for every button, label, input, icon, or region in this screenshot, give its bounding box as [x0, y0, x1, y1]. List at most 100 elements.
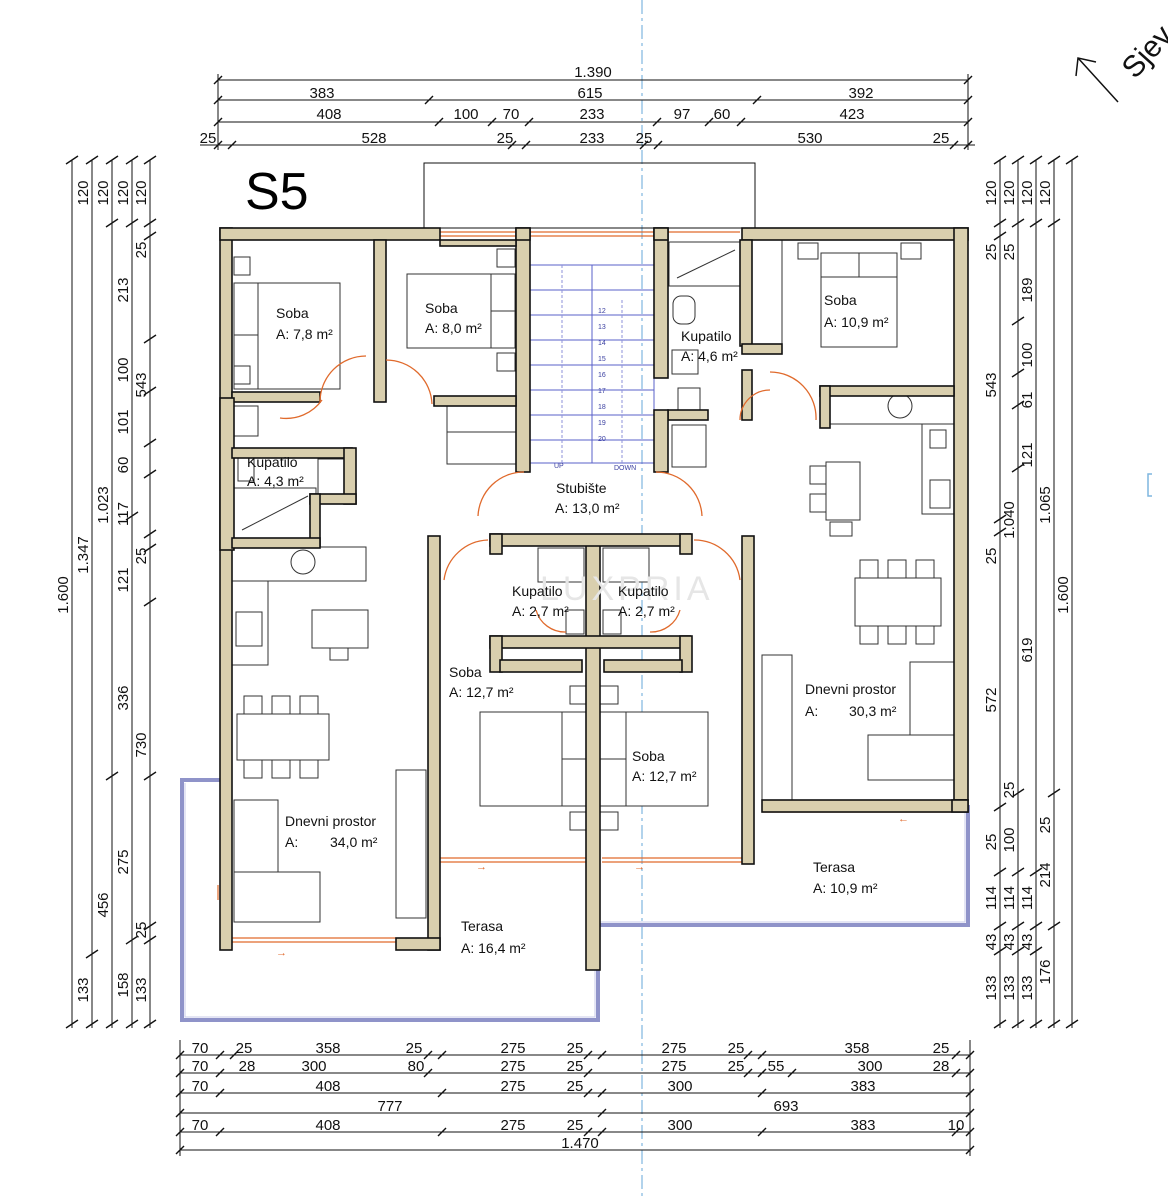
stair-step-number: 19: [598, 420, 606, 427]
dim-right-c2: 133: [1001, 975, 1018, 1000]
roof-projection: [423, 162, 756, 229]
dim-bottom-r2: 80: [408, 1058, 425, 1075]
dim-left-c5: 133: [133, 977, 150, 1002]
room-area-kupatilo-3: A: 2,7 m²: [512, 603, 569, 619]
dim-right-c3: 133: [1019, 975, 1036, 1000]
dim-right-c5: 1.600: [1055, 576, 1072, 614]
dim-bottom-r5: 383: [850, 1117, 875, 1134]
dim-left-c5: 117: [115, 502, 132, 526]
dim-right-c2: 121: [1019, 442, 1036, 467]
dim-left-c2: 133: [75, 977, 92, 1002]
room-area-dnevni-1: 34,0 m²: [330, 834, 378, 850]
dim-top-r3: 70: [503, 106, 520, 123]
dim-left-c5: 121: [115, 567, 132, 592]
dim-right-c4: 176: [1037, 959, 1054, 984]
room-area-kupatilo-1: A: 4,6 m²: [681, 348, 738, 364]
dim-left-c1: 1.600: [55, 576, 72, 614]
room-area-soba-3: A: 10,9 m²: [824, 314, 889, 330]
dim-right-c1: 572: [983, 687, 1000, 712]
dim-right-c1: 114: [983, 886, 1000, 910]
dim-bottom-r2: 275: [661, 1058, 686, 1075]
dim-left-c5: 213: [115, 277, 132, 302]
dim-top-r4: 528: [361, 130, 386, 147]
dim-left-c6: 25: [133, 922, 150, 939]
room-name-kupatilo-1: Kupatilo: [681, 328, 732, 344]
dim-top-r2: 615: [577, 85, 602, 102]
dim-bottom-total: 1.470: [561, 1135, 599, 1152]
dim-left-c5: 336: [115, 685, 132, 710]
dim-bottom-r3: 300: [667, 1078, 692, 1095]
dim-bottom-r1: 358: [844, 1040, 869, 1057]
dim-bottom-r5: 300: [667, 1117, 692, 1134]
dim-top-r4: 25: [636, 130, 653, 147]
dim-bottom-r1: 25: [567, 1040, 584, 1057]
room-name-stubiste: Stubište: [556, 480, 607, 496]
room-area-stubiste: A: 13,0 m²: [555, 500, 620, 516]
stair-up-label: UP: [554, 463, 564, 470]
dim-right-c4: 214: [1037, 862, 1054, 887]
room-name-soba-1: Soba: [276, 305, 309, 321]
dim-right-c3: 25: [1037, 817, 1054, 834]
dim-bottom-r5: 25: [567, 1117, 584, 1134]
dim-left-c6: 25: [133, 548, 150, 565]
dim-right-c3: 114: [1019, 886, 1036, 910]
dim-left-c3: 1.023: [95, 486, 112, 524]
room-area-kupatilo-4: A: 2,7 m²: [618, 603, 675, 619]
dim-bottom-r1: 275: [661, 1040, 686, 1057]
dim-right-c3: 25: [1001, 244, 1018, 261]
room-area-dnevni-2: 30,3 m²: [849, 703, 897, 719]
furniture: [231, 236, 965, 923]
dim-left-c4: 543: [133, 372, 150, 397]
dim-right-c2: 120: [1001, 180, 1018, 205]
dim-bottom-r2: 70: [192, 1058, 209, 1075]
walls: [219, 227, 969, 971]
dim-left-c4: 730: [133, 732, 150, 757]
dim-left-c3: 456: [95, 892, 112, 917]
dim-bottom-r3: 383: [850, 1078, 875, 1095]
room-area-soba-4: A: 12,7 m²: [449, 684, 514, 700]
dim-right-c2: 100: [1001, 827, 1018, 852]
dim-bottom-r1: 25: [406, 1040, 423, 1057]
dim-bottom-r2: 28: [239, 1058, 256, 1075]
dim-right-c1: 543: [983, 372, 1000, 397]
stair-step-number: 16: [598, 372, 606, 379]
svg-text:→: →: [276, 947, 287, 959]
section-marker-icon: [1147, 473, 1152, 497]
room-area-label-dnevni-2: A:: [805, 703, 818, 719]
dim-right-c2: 43: [1001, 934, 1018, 951]
dim-bottom-r5: 408: [315, 1117, 340, 1134]
room-name-dnevni-1: Dnevni prostor: [285, 813, 376, 829]
dim-top-r2: 383: [309, 85, 334, 102]
dim-right-c2: 189: [1019, 277, 1036, 302]
dim-top-r3: 408: [316, 106, 341, 123]
room-area-terasa-1: A: 16,4 m²: [461, 940, 526, 956]
room-name-kupatilo-3: Kupatilo: [512, 583, 563, 599]
dim-bottom-r3: 408: [315, 1078, 340, 1095]
dim-bottom-r3: 70: [192, 1078, 209, 1095]
dim-bottom-r1: 25: [933, 1040, 950, 1057]
room-area-terasa-2: A: 10,9 m²: [813, 880, 878, 896]
dim-top-r3: 97: [674, 106, 691, 123]
room-name-soba-3: Soba: [824, 292, 857, 308]
dim-bottom-r2: 275: [500, 1058, 525, 1075]
svg-text:→: →: [476, 861, 487, 873]
room-name-soba-4: Soba: [449, 664, 482, 680]
room-area-kupatilo-2: A: 4,3 m²: [247, 473, 304, 489]
dim-bottom-r3: 25: [567, 1078, 584, 1095]
dim-left-c5: 60: [115, 457, 132, 474]
stair-step-number: 18: [598, 404, 606, 411]
doors: [279, 355, 817, 633]
dim-left-c6: 25: [133, 242, 150, 259]
dim-bottom-r1: 25: [236, 1040, 253, 1057]
svg-text:←: ←: [898, 813, 909, 825]
dim-right-c1: 25: [983, 834, 1000, 851]
dim-right-c2: 61: [1019, 392, 1036, 409]
stair-step-number: 20: [598, 436, 606, 443]
dim-bottom-r2: 28: [933, 1058, 950, 1075]
dim-bottom-r1: 275: [500, 1040, 525, 1057]
room-name-kupatilo-2: Kupatilo: [247, 454, 298, 470]
dim-top-r2: 392: [848, 85, 873, 102]
plan-title: S5: [245, 163, 309, 221]
dim-bottom-r2: 25: [728, 1058, 745, 1075]
